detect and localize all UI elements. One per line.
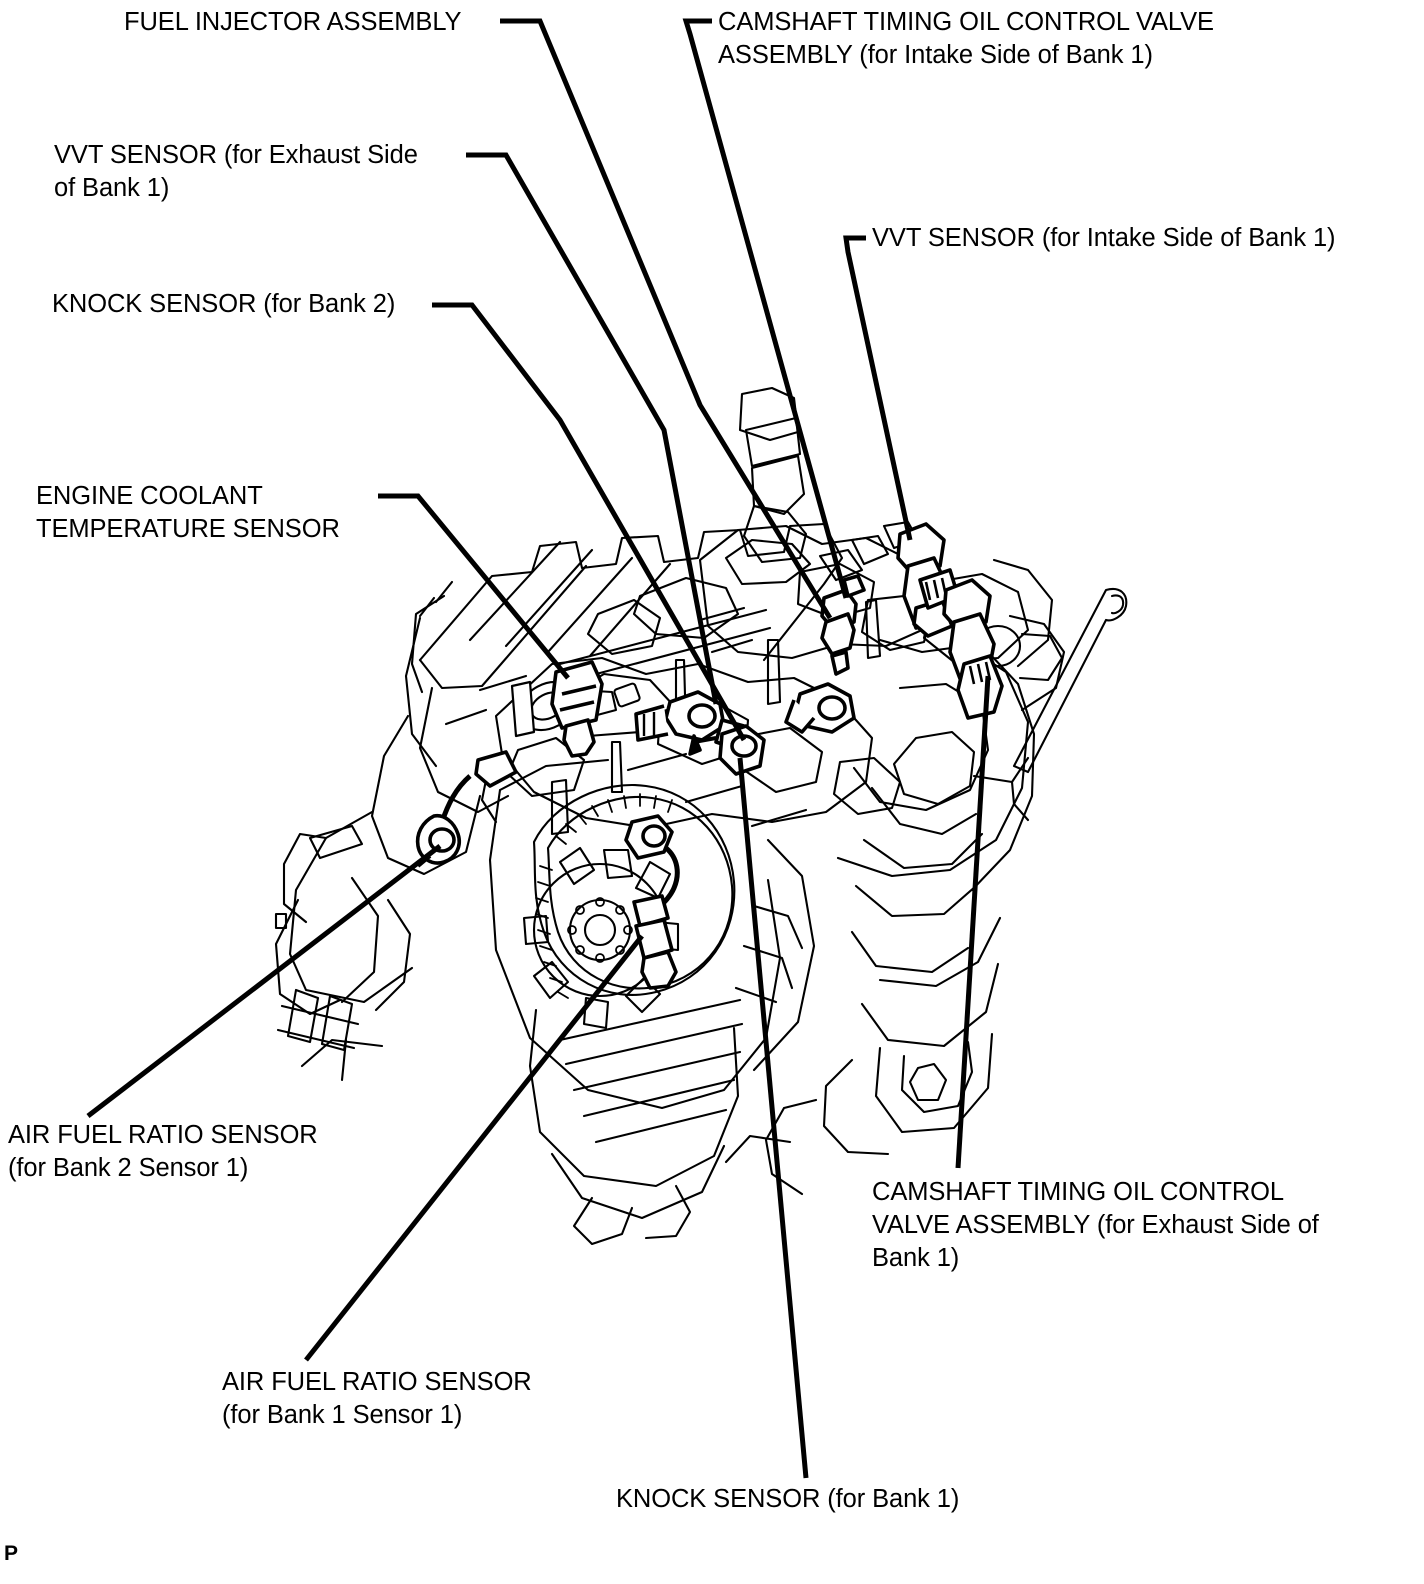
leader-afr-bank1 (304, 934, 644, 1362)
leader-fuel-injector (500, 18, 833, 620)
callout-camshaft-timing-ocv-exhaust: CAMSHAFT TIMING OIL CONTROL VALVE ASSEMB… (872, 1178, 1319, 1272)
leader-knock-bank1 (737, 757, 809, 1479)
sensor-parts (415, 522, 1004, 990)
callout-fuel-injector-assembly: FUEL INJECTOR ASSEMBLY (124, 8, 462, 36)
callout-vvt-sensor-intake-bank1: VVT SENSOR (for Intake Side of Bank 1) (872, 224, 1336, 252)
camshaft-timing-ocv-exhaust-part (942, 578, 1004, 720)
engine-coolant-temperature-sensor-part (550, 660, 604, 758)
callout-knock-sensor-bank2: KNOCK SENSOR (for Bank 2) (52, 290, 396, 318)
leader-camshaft-ocv-exhaust (955, 675, 991, 1169)
leader-vvt-intake-bank1 (843, 235, 913, 541)
leader-vvt-exhaust-bank1 (466, 152, 719, 705)
camshaft-timing-ocv-intake-part (896, 522, 960, 638)
vvt-sensor-intake-part (784, 682, 856, 734)
engine-illustration (274, 386, 1128, 1246)
leader-knock-bank2 (432, 302, 747, 742)
callout-vvt-sensor-exhaust-bank1: VVT SENSOR (for Exhaust Side of Bank 1) (54, 141, 418, 202)
callout-air-fuel-ratio-sensor-bank2: AIR FUEL RATIO SENSOR (for Bank 2 Sensor… (8, 1121, 318, 1182)
leader-lines (86, 18, 991, 1479)
air-fuel-ratio-sensor-bank1-part (624, 814, 680, 990)
leader-afr-bank2 (86, 844, 442, 1118)
knock-sensor-bank2-part (688, 724, 766, 776)
air-fuel-ratio-sensor-bank2-part (415, 750, 518, 868)
leader-camshaft-ocv-intake (682, 18, 849, 599)
callout-air-fuel-ratio-sensor-bank1: AIR FUEL RATIO SENSOR (for Bank 1 Sensor… (222, 1368, 532, 1429)
fuel-injector-assembly-part (820, 574, 866, 676)
callout-knock-sensor-bank1: KNOCK SENSOR (for Bank 1) (616, 1485, 960, 1513)
callout-camshaft-timing-ocv-intake: CAMSHAFT TIMING OIL CONTROL VALVE ASSEMB… (718, 8, 1214, 69)
callout-engine-coolant-temperature-sensor: ENGINE COOLANT TEMPERATURE SENSOR (36, 482, 340, 543)
page-mark: P (4, 1542, 19, 1565)
leader-ect-sensor (378, 493, 570, 680)
